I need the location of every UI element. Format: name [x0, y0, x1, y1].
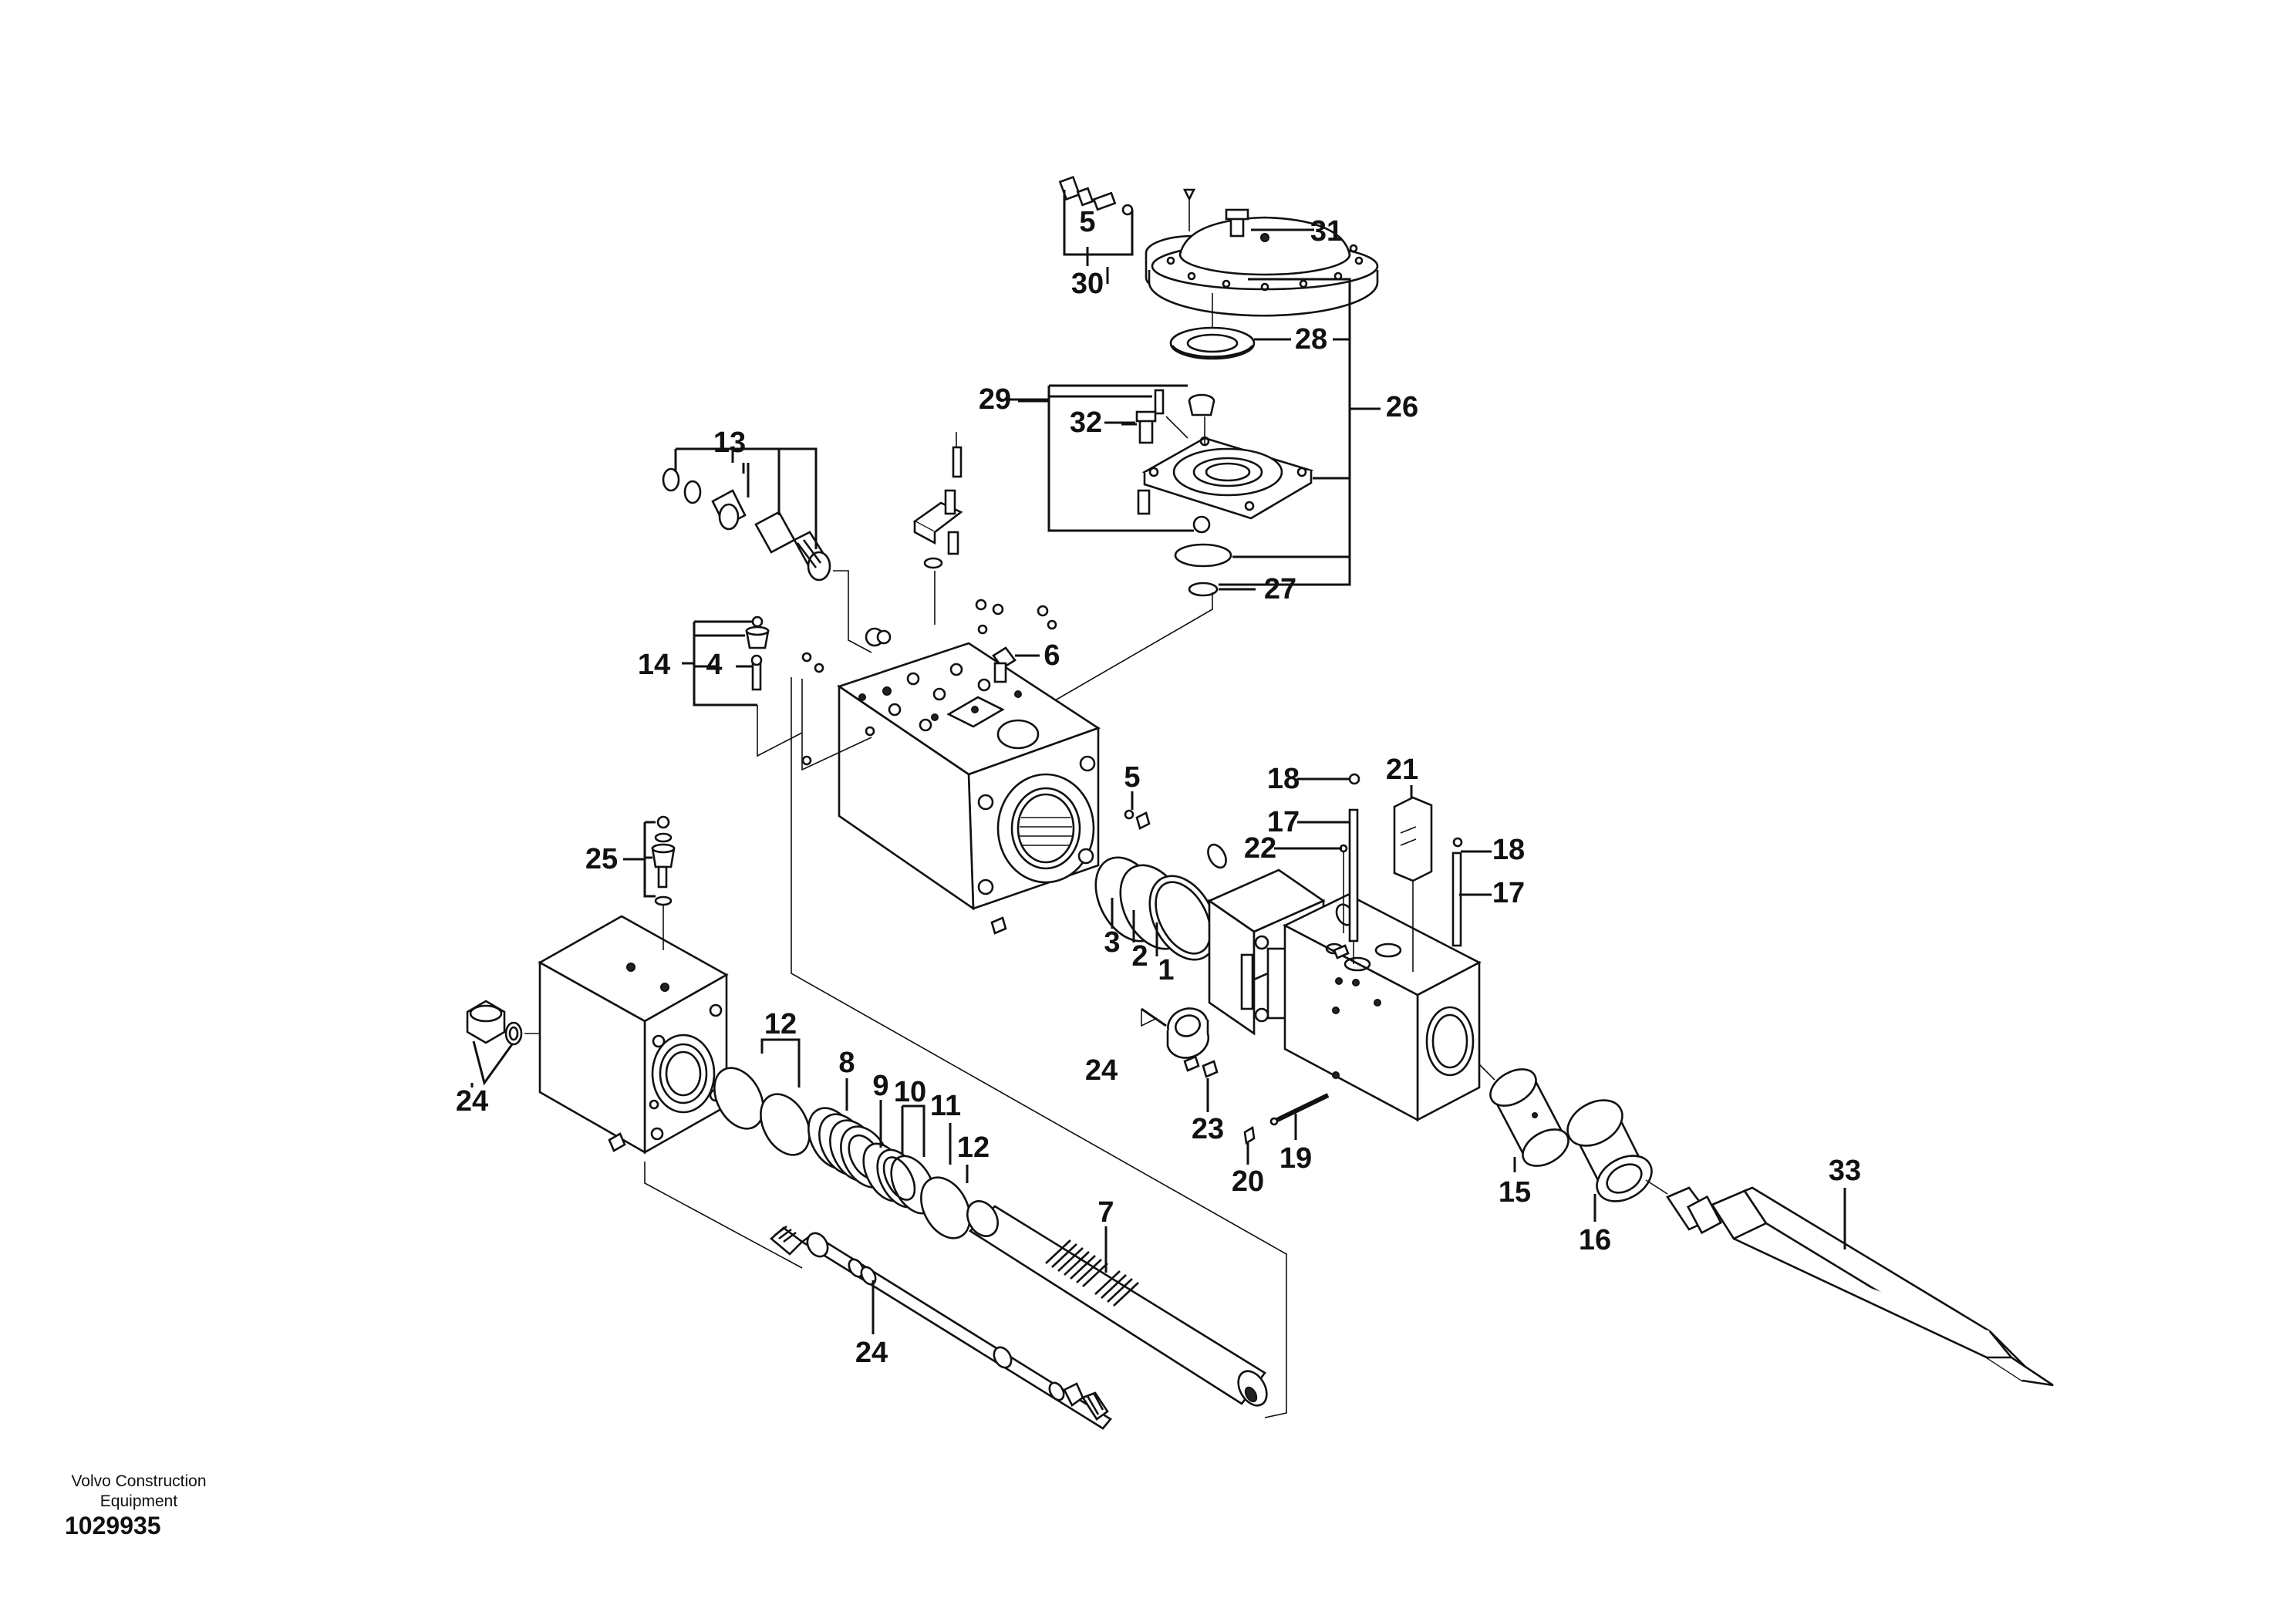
callout-9: 9 [872, 1070, 888, 1102]
callout-5-body: 5 [1124, 761, 1140, 794]
tie-rod-24 [769, 1225, 1112, 1430]
callout-17-right: 17 [1492, 877, 1525, 909]
callout-26: 26 [1386, 391, 1418, 423]
callout-31: 31 [1310, 215, 1343, 248]
callout-32: 32 [1070, 406, 1102, 439]
check-valve-part [1188, 393, 1215, 416]
callout-6: 6 [1043, 639, 1060, 672]
top-cover-assembly [1018, 175, 1381, 718]
callout-24-left: 24 [456, 1085, 488, 1118]
spool-valve-13 [662, 447, 872, 653]
piston-7 [966, 1200, 1268, 1407]
nut-24-left [466, 1000, 540, 1086]
callout-1: 1 [1158, 954, 1174, 986]
callout-12-upper: 12 [764, 1008, 797, 1040]
callout-17-left: 17 [1267, 806, 1300, 838]
cover-bolt [1225, 208, 1293, 238]
callout-5-top: 5 [1079, 206, 1095, 238]
callout-22: 22 [1244, 832, 1276, 865]
callout-24-middle: 24 [1085, 1054, 1118, 1087]
callout-2: 2 [1131, 940, 1148, 973]
callout-19: 19 [1279, 1142, 1312, 1175]
callout-33: 33 [1829, 1155, 1861, 1187]
company-name: Volvo Construction Equipment [46, 1472, 231, 1512]
chisel-33 [1666, 1186, 2054, 1387]
leader-lines [1086, 228, 1314, 262]
callout-13: 13 [713, 427, 746, 459]
callout-15: 15 [1499, 1176, 1531, 1209]
valve-top-fittings [801, 432, 1057, 771]
callout-20: 20 [1232, 1165, 1264, 1198]
callout-labels: 1 2 3 4 5 5 6 7 8 9 10 11 12 12 13 14 15… [456, 206, 1861, 1369]
seal-set [1094, 791, 1227, 961]
callout-10: 10 [894, 1076, 926, 1108]
small-pins [1141, 1007, 1330, 1165]
plug-group-14 [682, 615, 803, 757]
lower-seals [713, 1038, 971, 1239]
callout-11: 11 [930, 1090, 961, 1122]
callout-28: 28 [1295, 323, 1327, 356]
callout-16: 16 [1579, 1224, 1611, 1256]
callout-30: 30 [1071, 268, 1104, 300]
callout-25: 25 [585, 843, 618, 875]
label-leaders [470, 267, 1846, 1249]
callout-23: 23 [1192, 1113, 1224, 1145]
callout-24-bottom: 24 [855, 1337, 888, 1369]
callout-27: 27 [1264, 573, 1296, 605]
callout-14: 14 [638, 649, 670, 681]
valve-body [837, 642, 1101, 935]
front-bushings [1478, 1064, 1668, 1202]
top-cover [1145, 216, 1379, 317]
flange-plate [1141, 436, 1314, 520]
bush-24-middle [1141, 1007, 1209, 1072]
callout-18-left: 18 [1267, 763, 1300, 795]
valve-part [1058, 175, 1134, 216]
drawing-number: 1029935 [65, 1512, 161, 1539]
cylinder-block [538, 815, 729, 1155]
callout-4: 4 [706, 649, 722, 681]
callout-8: 8 [838, 1047, 855, 1079]
callout-7: 7 [1097, 1196, 1114, 1229]
retaining-pins [1333, 773, 1463, 972]
diaphragm [1169, 326, 1256, 360]
callout-12-lower: 12 [957, 1131, 990, 1164]
callout-18-right: 18 [1492, 834, 1525, 866]
company-line-1: Volvo Construction [71, 1472, 207, 1490]
callout-3: 3 [1104, 926, 1120, 959]
company-line-2: Equipment [99, 1492, 178, 1510]
front-head [1207, 868, 1482, 1122]
callout-21: 21 [1386, 754, 1418, 786]
